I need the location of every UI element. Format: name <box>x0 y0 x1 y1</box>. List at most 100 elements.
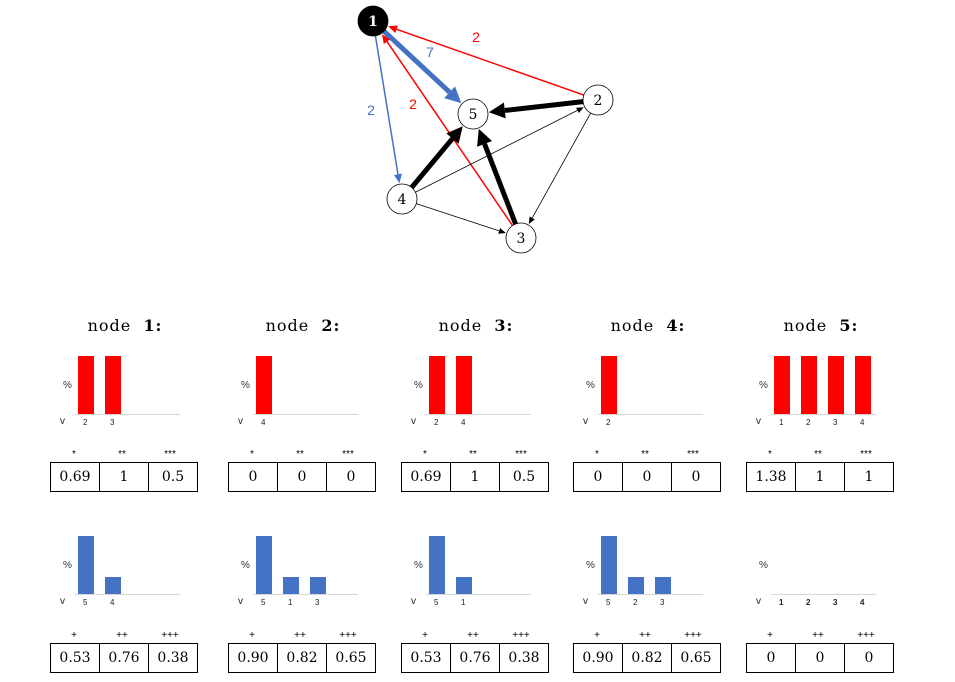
column-header: ++ <box>812 630 824 641</box>
panel-title-number: 5: <box>839 316 859 335</box>
top-table-headers: ****** <box>573 449 723 463</box>
table-cell: 0.90 <box>237 650 269 666</box>
column-header: + <box>594 630 600 641</box>
network-diagram: 7 2 2 2 1 2 3 4 5 <box>357 5 614 254</box>
bar-5 <box>601 536 617 594</box>
y-axis-symbol: % <box>63 560 72 571</box>
column-header: * <box>250 449 254 460</box>
table-cell: 0.65 <box>671 644 720 672</box>
column-header: ++ <box>116 630 128 641</box>
x-axis-line <box>771 414 876 415</box>
column-header: + <box>71 630 77 641</box>
column-header: + <box>767 630 773 641</box>
bar-2 <box>801 356 817 414</box>
column-header: ** <box>469 449 477 460</box>
column-header: *** <box>515 449 527 460</box>
panel-title-word: node <box>87 316 144 335</box>
table-cell: 0 <box>593 469 603 485</box>
edge-4-to-3 <box>416 203 506 234</box>
panel-title: node 2: <box>228 316 378 335</box>
panel-title-word: node <box>783 316 840 335</box>
x-axis-line <box>598 414 703 415</box>
column-header: ++ <box>639 630 651 641</box>
column-header: ** <box>814 449 822 460</box>
x-axis-symbol: v <box>238 596 243 607</box>
y-axis-symbol: % <box>241 560 250 571</box>
x-axis-symbol: v <box>411 416 416 427</box>
table-cell: 0.5 <box>148 463 197 491</box>
tick-label: 3 <box>833 598 838 607</box>
edge-1-to-4 <box>374 35 402 184</box>
bar-5 <box>429 536 445 594</box>
tick-label: 5 <box>261 598 266 607</box>
table-cell: 0.38 <box>499 644 548 672</box>
edge-weight-label: 2 <box>409 96 417 112</box>
x-axis-symbol: v <box>411 596 416 607</box>
edge-weight-label: 2 <box>367 102 375 118</box>
tick-label: 4 <box>261 418 266 427</box>
table-cell: 1.38 <box>755 469 787 485</box>
panel-title-number: 1: <box>143 316 163 335</box>
x-axis-symbol: v <box>756 416 761 427</box>
graph-node-label: 1 <box>368 14 378 30</box>
column-header: *** <box>164 449 176 460</box>
x-axis-symbol: v <box>756 596 761 607</box>
bar-5 <box>78 536 94 594</box>
tick-label: 3 <box>110 418 115 427</box>
table-cell: 0.53 <box>410 650 442 666</box>
edge-3-to-5 <box>477 128 518 225</box>
x-axis-line <box>253 414 358 415</box>
bar-3 <box>655 576 671 594</box>
panel-title-word: node <box>438 316 495 335</box>
graph-node-4: 4 <box>386 183 418 215</box>
table-cell: 0 <box>248 469 258 485</box>
table-cell: 0.65 <box>326 644 375 672</box>
bottom-table-headers: ++++++ <box>746 630 896 644</box>
x-axis-line <box>426 594 531 595</box>
table-cell: 0 <box>795 644 844 672</box>
bar-4 <box>256 356 272 414</box>
bar-2 <box>601 356 617 414</box>
table-cell: 0 <box>844 644 893 672</box>
bar-5 <box>256 536 272 594</box>
column-header: + <box>422 630 428 641</box>
top-table-headers: ****** <box>746 449 896 463</box>
table-cell: 0.82 <box>622 644 671 672</box>
y-axis-symbol: % <box>759 560 768 571</box>
graph-node-2: 2 <box>582 84 614 116</box>
tick-label: 2 <box>633 598 638 607</box>
graph-node-label: 5 <box>469 107 478 123</box>
edge-2-to-5 <box>488 99 584 119</box>
bar-2 <box>78 356 94 414</box>
nodes-layer: 1 2 3 4 5 <box>357 5 614 254</box>
edge-2-to-3 <box>528 112 592 225</box>
tick-label: 4 <box>860 598 865 607</box>
panel-title: node 4: <box>573 316 723 335</box>
graph-node-3: 3 <box>505 222 537 254</box>
graph-node-label: 2 <box>594 93 603 109</box>
x-axis-symbol: v <box>238 416 243 427</box>
graph-node-5: 5 <box>457 98 489 130</box>
panel-title: node 3: <box>401 316 551 335</box>
x-axis-line <box>598 594 703 595</box>
column-header: ** <box>641 449 649 460</box>
table-cell: 0.82 <box>277 644 326 672</box>
column-header: ** <box>118 449 126 460</box>
x-axis-line <box>426 414 531 415</box>
x-axis-symbol: v <box>60 416 65 427</box>
edge-weight-label: 7 <box>426 44 434 60</box>
